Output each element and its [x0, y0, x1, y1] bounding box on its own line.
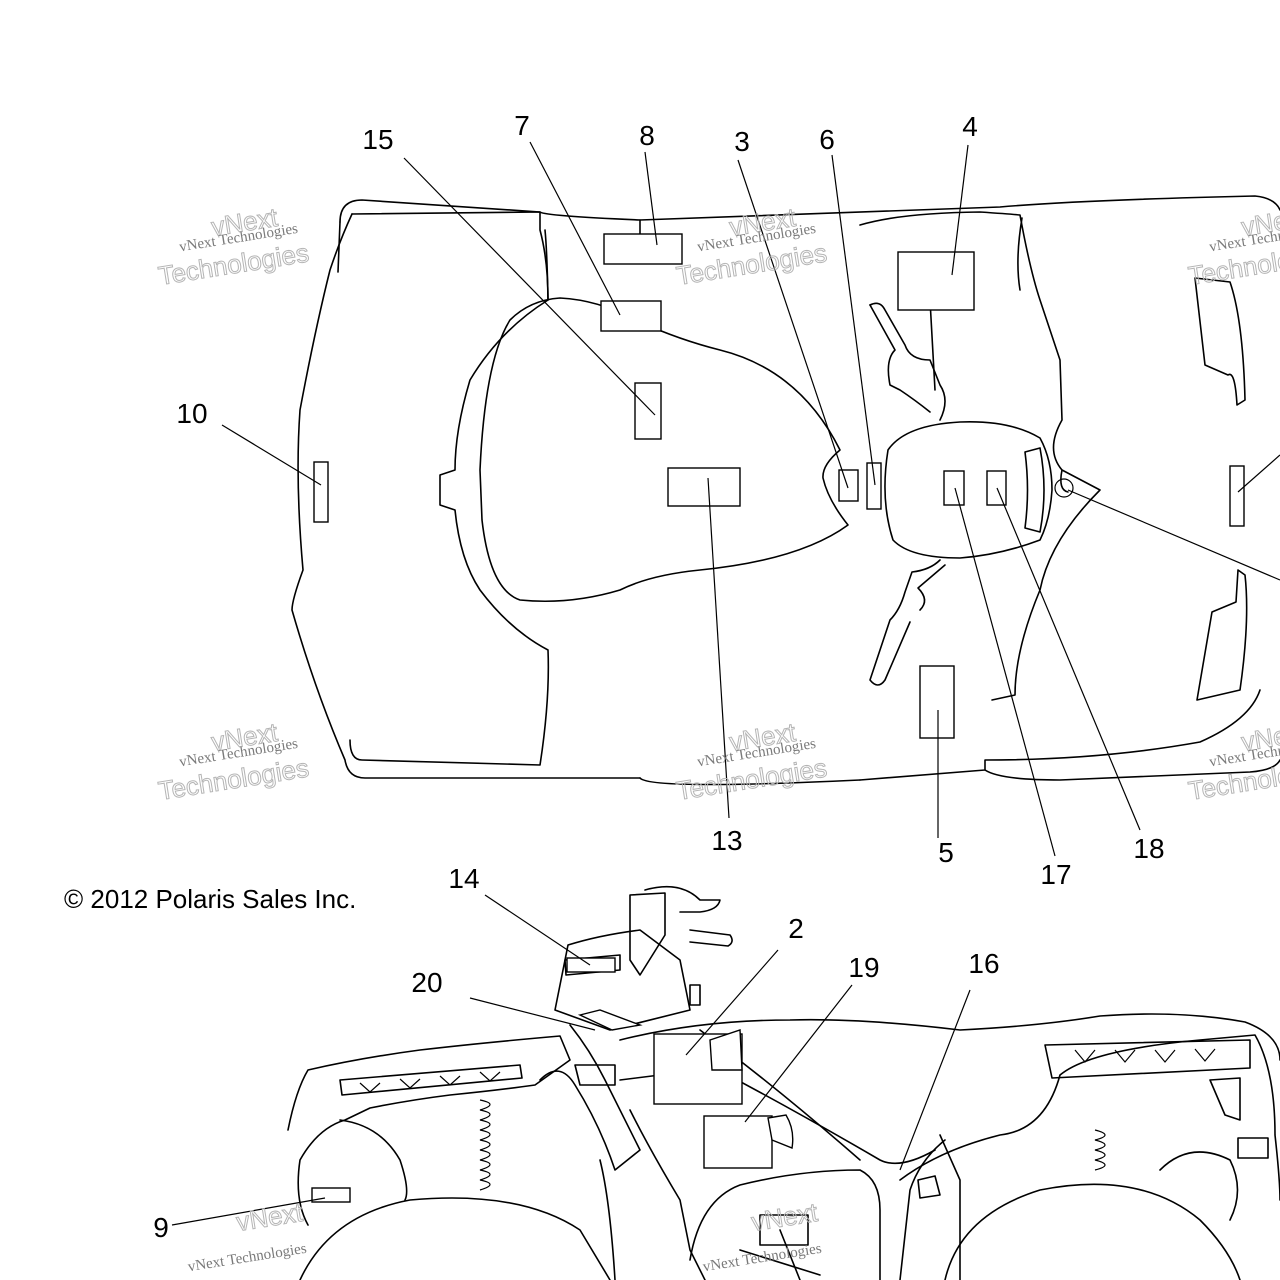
callout-4: 4 — [962, 111, 978, 142]
side-view-leaders — [171, 894, 971, 1226]
decal-20 — [577, 1009, 643, 1031]
decal-13 — [667, 467, 741, 507]
watermark-6: vNext vNext Technologies Technologies — [1186, 716, 1280, 806]
callout-15: 15 — [362, 124, 393, 155]
callout-6: 6 — [819, 124, 835, 155]
decal-3 — [838, 469, 859, 502]
callouts: 15 7 8 3 6 4 10 13 5 17 18 14 2 19 16 20… — [153, 110, 1164, 1243]
decal-2b — [709, 1029, 743, 1071]
decal-18 — [986, 470, 1007, 506]
decal-8 — [603, 233, 683, 265]
callout-10: 10 — [176, 398, 207, 429]
copyright-symbol: © — [64, 884, 84, 914]
callout-13: 13 — [711, 825, 742, 856]
watermark-1: vNext vNext Technologies Technologies — [156, 201, 312, 291]
decal-10 — [313, 461, 329, 523]
callout-7: 7 — [514, 110, 530, 141]
svg-text:vNext: vNext — [749, 1197, 820, 1237]
decal-5 — [919, 665, 955, 739]
svg-text:vNext Technologies: vNext Technologies — [187, 1241, 308, 1276]
copyright-text: 2012 Polaris Sales Inc. — [90, 884, 357, 914]
watermark-5: vNext vNext Technologies Technologies — [674, 716, 830, 806]
callout-2: 2 — [788, 913, 804, 944]
decal-4 — [897, 251, 975, 311]
svg-text:vNext: vNext — [234, 1197, 305, 1237]
decal-19b — [767, 1114, 794, 1149]
callout-9: 9 — [153, 1212, 169, 1243]
top-view-decals — [313, 233, 1245, 739]
callout-16: 16 — [968, 948, 999, 979]
watermarks: vNext vNext Technologies Technologies vN… — [156, 201, 1280, 1276]
callout-3: 3 — [734, 126, 750, 157]
callout-14: 14 — [448, 863, 479, 894]
callout-8: 8 — [639, 120, 655, 151]
decal-14 — [566, 957, 616, 973]
decal-19 — [703, 1115, 773, 1169]
callout-20: 20 — [411, 967, 442, 998]
watermark-2: vNext vNext Technologies Technologies — [674, 201, 830, 291]
callout-5: 5 — [938, 837, 954, 868]
watermark-7: vNext vNext Technologies — [187, 1196, 308, 1276]
decal-9 — [311, 1187, 351, 1203]
callout-17: 17 — [1040, 859, 1071, 890]
top-view-leaders — [221, 141, 1280, 857]
callout-19: 19 — [848, 952, 879, 983]
decal-7 — [600, 300, 662, 332]
atv-top-view — [291, 195, 1280, 786]
watermark-3: vNext vNext Technologies Technologies — [1186, 201, 1280, 291]
callout-18: 18 — [1133, 833, 1164, 864]
decal-front — [1229, 465, 1245, 527]
copyright-notice: © 2012 Polaris Sales Inc. — [64, 884, 356, 915]
decal-6 — [866, 462, 882, 510]
side-view-decals — [311, 957, 794, 1203]
watermark-4: vNext vNext Technologies Technologies — [156, 716, 312, 806]
decal-15 — [634, 382, 662, 440]
decal-17 — [943, 470, 965, 506]
